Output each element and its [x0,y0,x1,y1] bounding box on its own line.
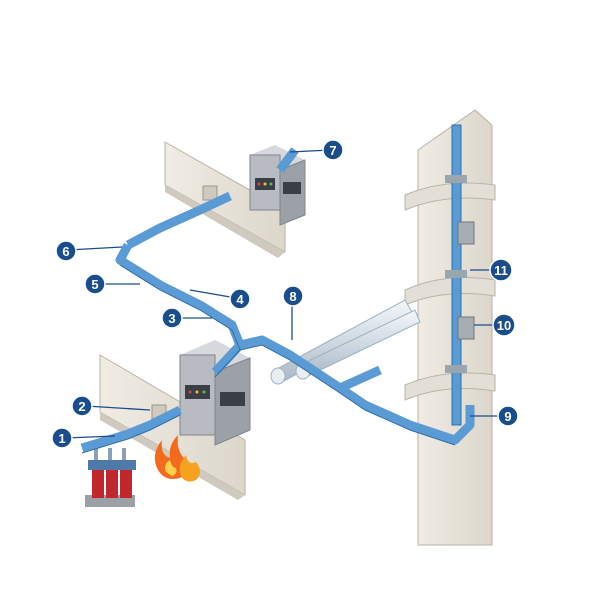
svg-text:7: 7 [329,143,336,158]
callout-10: 10 [492,313,516,337]
busway-runs [80,147,475,453]
callout-8: 8 [282,285,304,307]
svg-text:6: 6 [62,244,69,259]
callout-9: 9 [497,405,519,427]
transformer-icon [85,448,136,507]
svg-text:8: 8 [289,289,296,304]
tap-off-box-upper [457,221,475,245]
busway-edges [81,264,456,454]
switchgear-cabinet-lower [179,340,251,446]
svg-text:11: 11 [494,263,508,278]
callout-6: 6 [55,240,77,262]
svg-text:2: 2 [78,399,85,414]
svg-text:3: 3 [168,311,175,326]
svg-text:9: 9 [504,409,511,424]
riser-wall [404,109,496,546]
switchgear-cabinet-icon [249,145,306,226]
pipes [270,299,421,385]
svg-text:5: 5 [91,277,98,292]
callout-2: 2 [71,395,93,417]
callout-4: 4 [229,288,251,310]
callout-11: 11 [489,258,513,282]
svg-text:1: 1 [58,431,65,446]
callout-1: 1 [51,427,73,449]
callout-7: 7 [322,139,344,161]
svg-text:10: 10 [497,318,511,333]
tap-off-box-lower [457,316,475,340]
callout-5: 5 [84,273,106,295]
svg-text:4: 4 [236,292,244,307]
callout-3: 3 [161,307,183,329]
fire-icon [154,435,200,482]
